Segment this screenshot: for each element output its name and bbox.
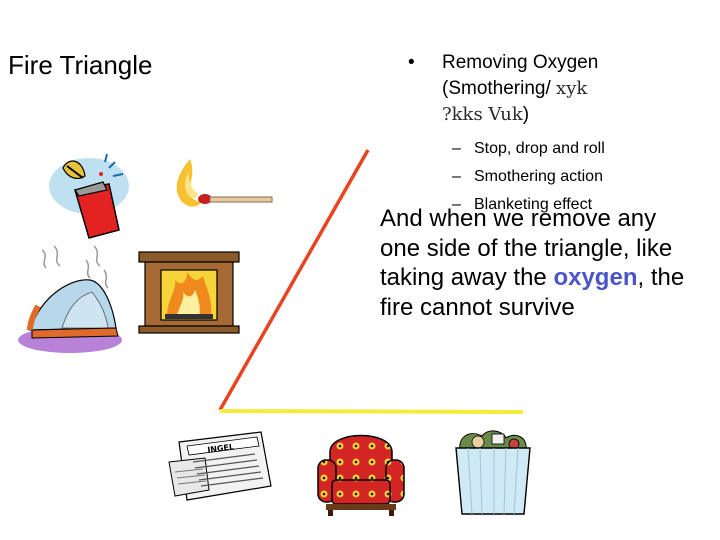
fireplace-icon xyxy=(138,251,240,334)
iron-icon xyxy=(18,245,122,353)
highlight-oxygen: oxygen xyxy=(553,264,638,291)
sub-bullet-dash: – xyxy=(452,196,461,213)
bullet-closing: ) xyxy=(522,104,530,125)
paragraph-text-before: And when we remove any one side of the t… xyxy=(380,205,673,291)
bullet-line-1: Removing Oxygen xyxy=(442,52,599,73)
sub-bullet-text: Smothering action xyxy=(474,168,603,185)
match-icon xyxy=(176,159,273,207)
triangle-left-side xyxy=(218,149,370,411)
armchair-icon xyxy=(317,434,405,516)
main-bullet-text: Removing Oxygen (Smothering/ xyk ?kks Vu… xyxy=(442,50,712,128)
newspaper-masthead: INGEL xyxy=(207,442,235,454)
sub-bullet-dash: – xyxy=(452,140,461,157)
sub-bullet-text: Blanketing effect xyxy=(474,196,593,213)
sub-bullet-dash: – xyxy=(452,168,461,185)
bullet-marker: • xyxy=(408,52,415,73)
bullet-line-2: (Smothering/ xyxy=(442,78,557,99)
native-word-1: xyk xyxy=(556,78,588,99)
lighter-icon xyxy=(49,153,129,239)
triangle-bottom-side xyxy=(219,409,524,414)
explanation-paragraph: And when we remove any one side of the t… xyxy=(380,204,700,322)
slide-title: Fire Triangle xyxy=(8,50,153,80)
native-word-2: ?kks Vuk xyxy=(442,104,523,125)
sub-bullet-text: Stop, drop and roll xyxy=(474,140,605,157)
paragraph-text-after: , the fire cannot survive xyxy=(380,264,685,321)
newspaper-icon: INGEL xyxy=(168,431,272,501)
trash-bin-icon xyxy=(455,430,531,515)
